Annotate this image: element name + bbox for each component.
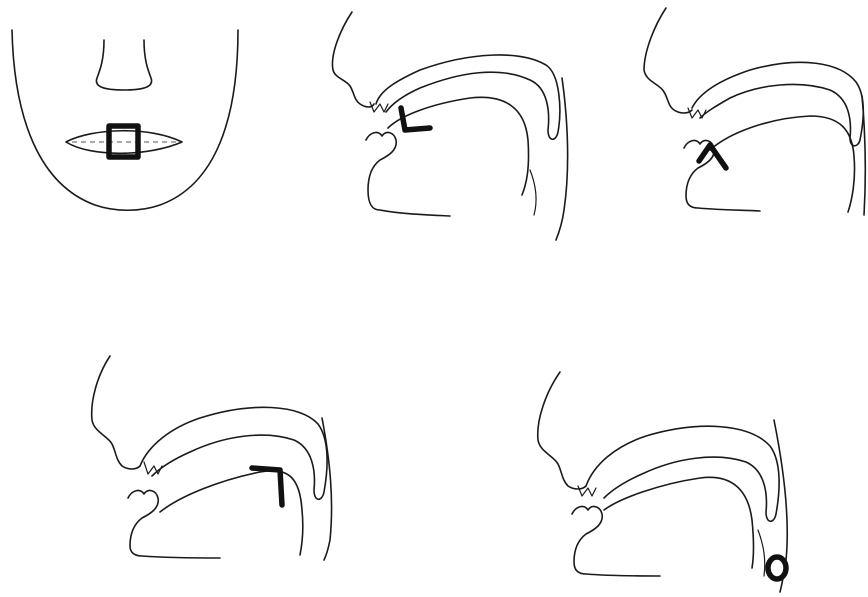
panel-sagittal-throat [538, 372, 788, 592]
lower-jaw [366, 133, 450, 216]
pharynx-inner [758, 530, 765, 576]
lower-jaw [684, 141, 760, 211]
tongue [604, 477, 754, 568]
pharynx-inner [530, 170, 536, 215]
lower-jaw [128, 491, 220, 558]
teeth-upper [578, 486, 596, 496]
panel-sagittal-back [92, 356, 332, 560]
tongue [388, 97, 529, 195]
palate-upper [140, 407, 327, 499]
pharynx-line [322, 418, 332, 560]
panel-sagittal-tip [332, 12, 567, 240]
throat-circle-glyph [768, 557, 786, 579]
panel-front-face [12, 30, 238, 210]
panel-sagittal-blade [644, 8, 865, 215]
teeth-upper [370, 102, 388, 112]
face-profile [644, 8, 692, 113]
face-profile [332, 12, 374, 107]
face-outline [12, 30, 238, 210]
teeth-upper [144, 462, 162, 474]
face-profile [538, 372, 586, 489]
back-reversed-L-glyph [252, 468, 282, 505]
palate-upper [692, 62, 863, 145]
face-profile [92, 356, 140, 469]
lower-jaw [572, 507, 660, 576]
tongue [710, 116, 855, 212]
pharynx-line [556, 78, 568, 240]
teeth-upper [688, 108, 706, 118]
nose-outline [96, 40, 151, 90]
